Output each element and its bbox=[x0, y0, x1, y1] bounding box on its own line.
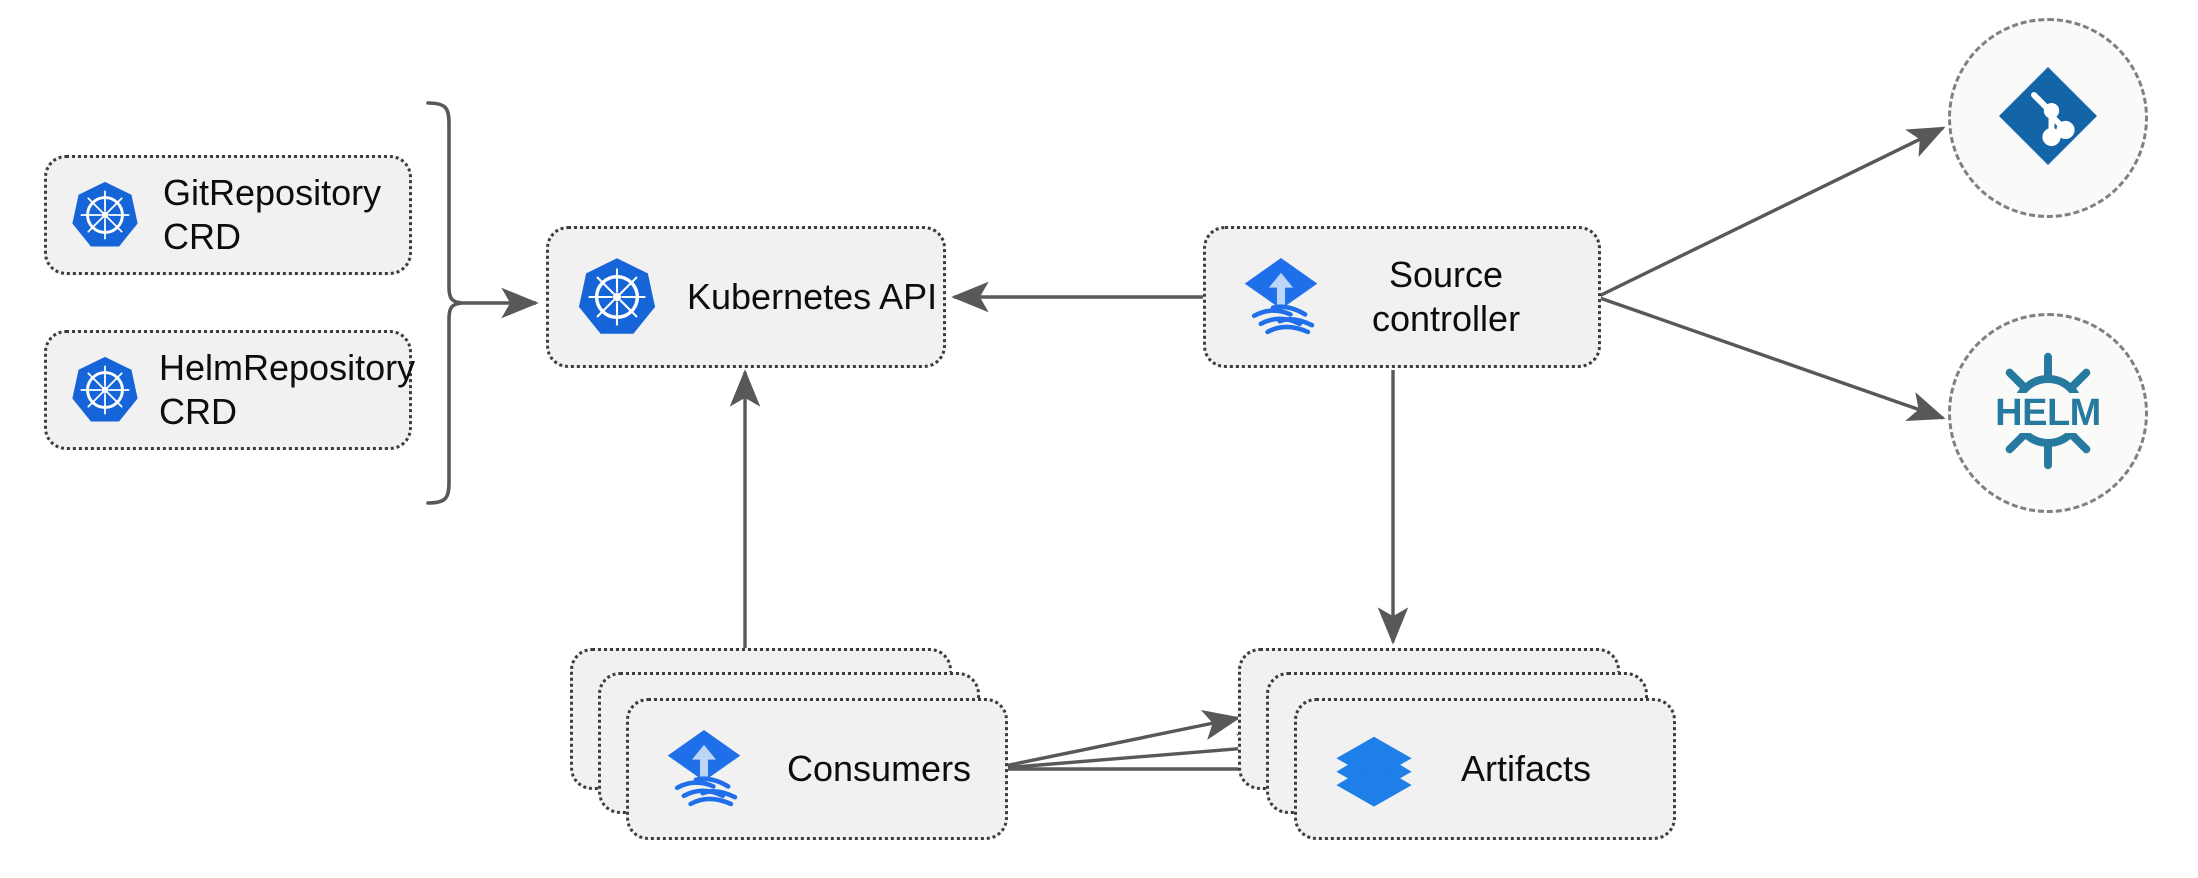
helm-icon: HELM bbox=[1986, 349, 2110, 478]
node-kubernetes-api[interactable]: Kubernetes API bbox=[546, 226, 946, 368]
node-source-controller[interactable]: Source controller bbox=[1203, 226, 1601, 368]
wire-source-controller-to-git-provider bbox=[1596, 126, 1946, 299]
layers-icon bbox=[1331, 726, 1417, 812]
node-label: Kubernetes API bbox=[687, 276, 938, 318]
wire-consumers-to-artifacts-1 bbox=[989, 709, 1241, 771]
node-label: Artifacts bbox=[1461, 748, 1592, 790]
flux-icon bbox=[661, 726, 747, 812]
node-helm-provider[interactable]: HELM bbox=[1948, 313, 2148, 513]
node-label: GitRepository CRD bbox=[163, 172, 382, 257]
node-label: Source controller bbox=[1372, 254, 1521, 339]
node-label: Consumers bbox=[787, 748, 972, 790]
node-helm-repository-crd[interactable]: HelmRepository CRD bbox=[44, 330, 416, 450]
git-icon bbox=[1992, 60, 2104, 177]
wire-source-controller-to-helm-provider bbox=[1596, 295, 1946, 421]
flux-icon bbox=[1238, 254, 1324, 340]
node-git-provider[interactable] bbox=[1948, 18, 2148, 218]
node-artifacts[interactable]: Artifacts bbox=[1294, 698, 1676, 840]
kubernetes-icon bbox=[69, 354, 141, 426]
kubernetes-icon bbox=[575, 255, 659, 339]
crd-bracket bbox=[426, 101, 463, 505]
node-label: HelmRepository CRD bbox=[159, 347, 416, 432]
node-consumers[interactable]: Consumers bbox=[626, 698, 1008, 840]
kubernetes-icon bbox=[69, 179, 141, 251]
wire-consumers-to-artifacts-2 bbox=[989, 733, 1275, 771]
node-git-repository-crd[interactable]: GitRepository CRD bbox=[44, 155, 412, 275]
helm-wordmark: HELM bbox=[1992, 393, 2104, 433]
